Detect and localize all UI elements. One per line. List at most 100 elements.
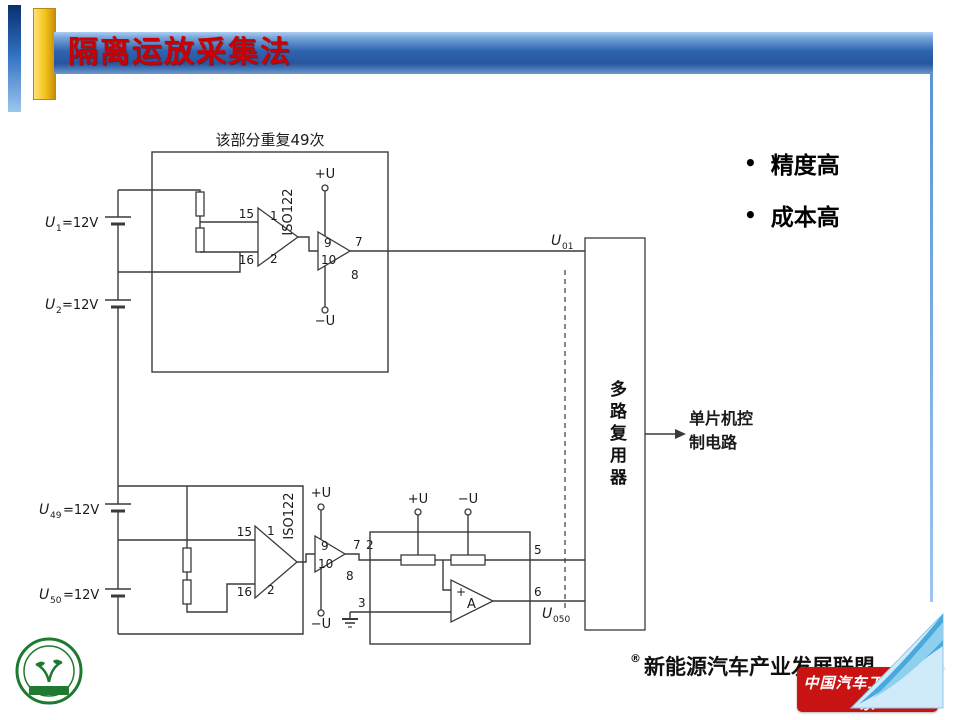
badge-url: www.cartech8.com <box>797 715 938 720</box>
bullet-label: 精度高 <box>770 153 840 179</box>
terminal <box>321 184 329 192</box>
iso-amp-bottom: 15 16 1 2 ISO122 9 10 8 +U −U <box>237 486 354 632</box>
battery-chain-top <box>105 190 131 486</box>
multiplexer-box <box>584 237 646 631</box>
signal-subscript: 050 <box>553 615 570 625</box>
pin-label-10: 10 <box>321 253 336 267</box>
top-iso-section: 该部分重复49次 U 1 =12V U 2 =12V <box>45 131 585 486</box>
pin-label-10: 10 <box>318 557 333 571</box>
amp-input-stage <box>254 524 298 600</box>
multiplexer: 单片机控 制电路 <box>564 237 753 631</box>
source-subscript: 49 <box>50 511 62 521</box>
input-network-bottom <box>118 486 255 613</box>
resistor <box>182 579 192 605</box>
amp-output-stage <box>317 230 352 272</box>
pin-label-7: 7 <box>355 235 363 249</box>
page-title: 隔离运放采集法 <box>68 35 292 70</box>
opamp-label: A <box>467 597 476 612</box>
power-neg-label: −U <box>458 492 478 507</box>
pin-label-2: 2 <box>267 583 275 597</box>
pin-label-1: 1 <box>270 209 278 223</box>
iso122-label: ISO122 <box>282 492 297 539</box>
resistor <box>195 227 205 253</box>
power-neg-label: −U <box>315 314 335 329</box>
resistor <box>182 547 192 573</box>
source-symbol: U <box>39 587 49 603</box>
pin-label-15: 15 <box>239 207 254 221</box>
terminal <box>464 508 472 516</box>
source-symbol: U <box>39 502 49 518</box>
pin-label-16: 16 <box>237 585 252 599</box>
source-value: =12V <box>62 216 98 231</box>
alliance-logo <box>15 637 83 705</box>
bullet-item: • 成本高 <box>744 198 840 232</box>
pin-label-6: 6 <box>534 585 542 599</box>
power-pos-label: +U <box>311 486 331 501</box>
pin-label-9: 9 <box>324 236 332 250</box>
source-subscript: 2 <box>56 306 62 316</box>
title-accent-bar <box>33 8 56 100</box>
battery-chain-bottom <box>105 486 131 634</box>
logo-banner <box>29 686 69 695</box>
source-symbol: U <box>45 297 55 313</box>
amp-input-stage <box>257 206 300 268</box>
pin-label-2: 2 <box>270 252 278 266</box>
signal-subscript: 01 <box>562 242 573 252</box>
mcu-arrowhead <box>675 429 686 439</box>
iso-amp-top: 15 16 1 2 ISO122 9 10 7 8 +U −U <box>239 167 363 329</box>
source-value: =12V <box>63 588 99 603</box>
multiplexer-label: 多路复用器 <box>606 380 626 490</box>
bottom-iso-section: U 49 =12V U 50 =12V 15 16 1 <box>39 485 585 645</box>
pin-label-3: 3 <box>358 596 366 610</box>
input-network-top <box>118 189 258 273</box>
source-label-u1: U 1 =12V <box>45 215 98 234</box>
pin-label-15: 15 <box>237 525 252 539</box>
source-subscript: 1 <box>56 224 62 234</box>
bullet-dot: • <box>744 203 757 227</box>
bullet-dot: • <box>744 151 757 175</box>
bottom-block-outline <box>118 485 304 635</box>
pin-label-1: 1 <box>267 524 275 538</box>
registered-mark-icon: ® <box>630 652 641 665</box>
opamp-plus-input: + <box>456 585 466 599</box>
source-value: =12V <box>63 503 99 518</box>
bullet-item: • 精度高 <box>744 146 840 180</box>
terminal <box>317 609 325 617</box>
pin-label-8: 8 <box>351 268 359 282</box>
signal-label-u01: U 01 <box>551 233 573 252</box>
resistor <box>195 191 205 217</box>
terminal <box>414 508 422 516</box>
circuit-diagram: 该部分重复49次 U 1 =12V U 2 =12V <box>39 131 753 645</box>
title-bar: 隔离运放采集法 <box>54 32 933 74</box>
opamp-symbol <box>450 578 495 624</box>
signal-symbol: U <box>542 606 552 622</box>
resistor <box>400 554 436 566</box>
power-pos-label: +U <box>315 167 335 182</box>
bullet-label: 成本高 <box>770 205 840 231</box>
signal-label-u050: U 050 <box>542 606 570 625</box>
repeat-note-label: 该部分重复49次 <box>215 131 324 149</box>
source-subscript: 50 <box>50 596 62 606</box>
source-label-u2: U 2 =12V <box>45 297 98 316</box>
source-symbol: U <box>45 215 55 231</box>
pin-label-8: 8 <box>346 569 354 583</box>
left-accent-strip <box>8 5 21 112</box>
pin-label-5: 5 <box>534 543 542 557</box>
power-neg-label: −U <box>311 617 331 632</box>
source-label-u50: U 50 =12V <box>39 587 99 606</box>
opamp-measure-circuit: 7 2 5 +U −U + A 3 <box>342 492 585 645</box>
power-pos-label: +U <box>408 492 428 507</box>
mcu-label-line2: 制电路 <box>689 433 738 452</box>
source-value: =12V <box>62 298 98 313</box>
right-edge-line <box>930 74 933 602</box>
terminal <box>317 503 325 511</box>
repeated-block-outline <box>151 151 389 373</box>
iso122-label: ISO122 <box>281 188 296 235</box>
page-curl-icon <box>849 612 944 709</box>
resistor <box>450 554 486 566</box>
mcu-label-line1: 单片机控 <box>689 409 753 428</box>
pin-label-9: 9 <box>321 539 329 553</box>
pin-label-16: 16 <box>239 253 254 267</box>
amp-output-stage <box>314 534 347 574</box>
